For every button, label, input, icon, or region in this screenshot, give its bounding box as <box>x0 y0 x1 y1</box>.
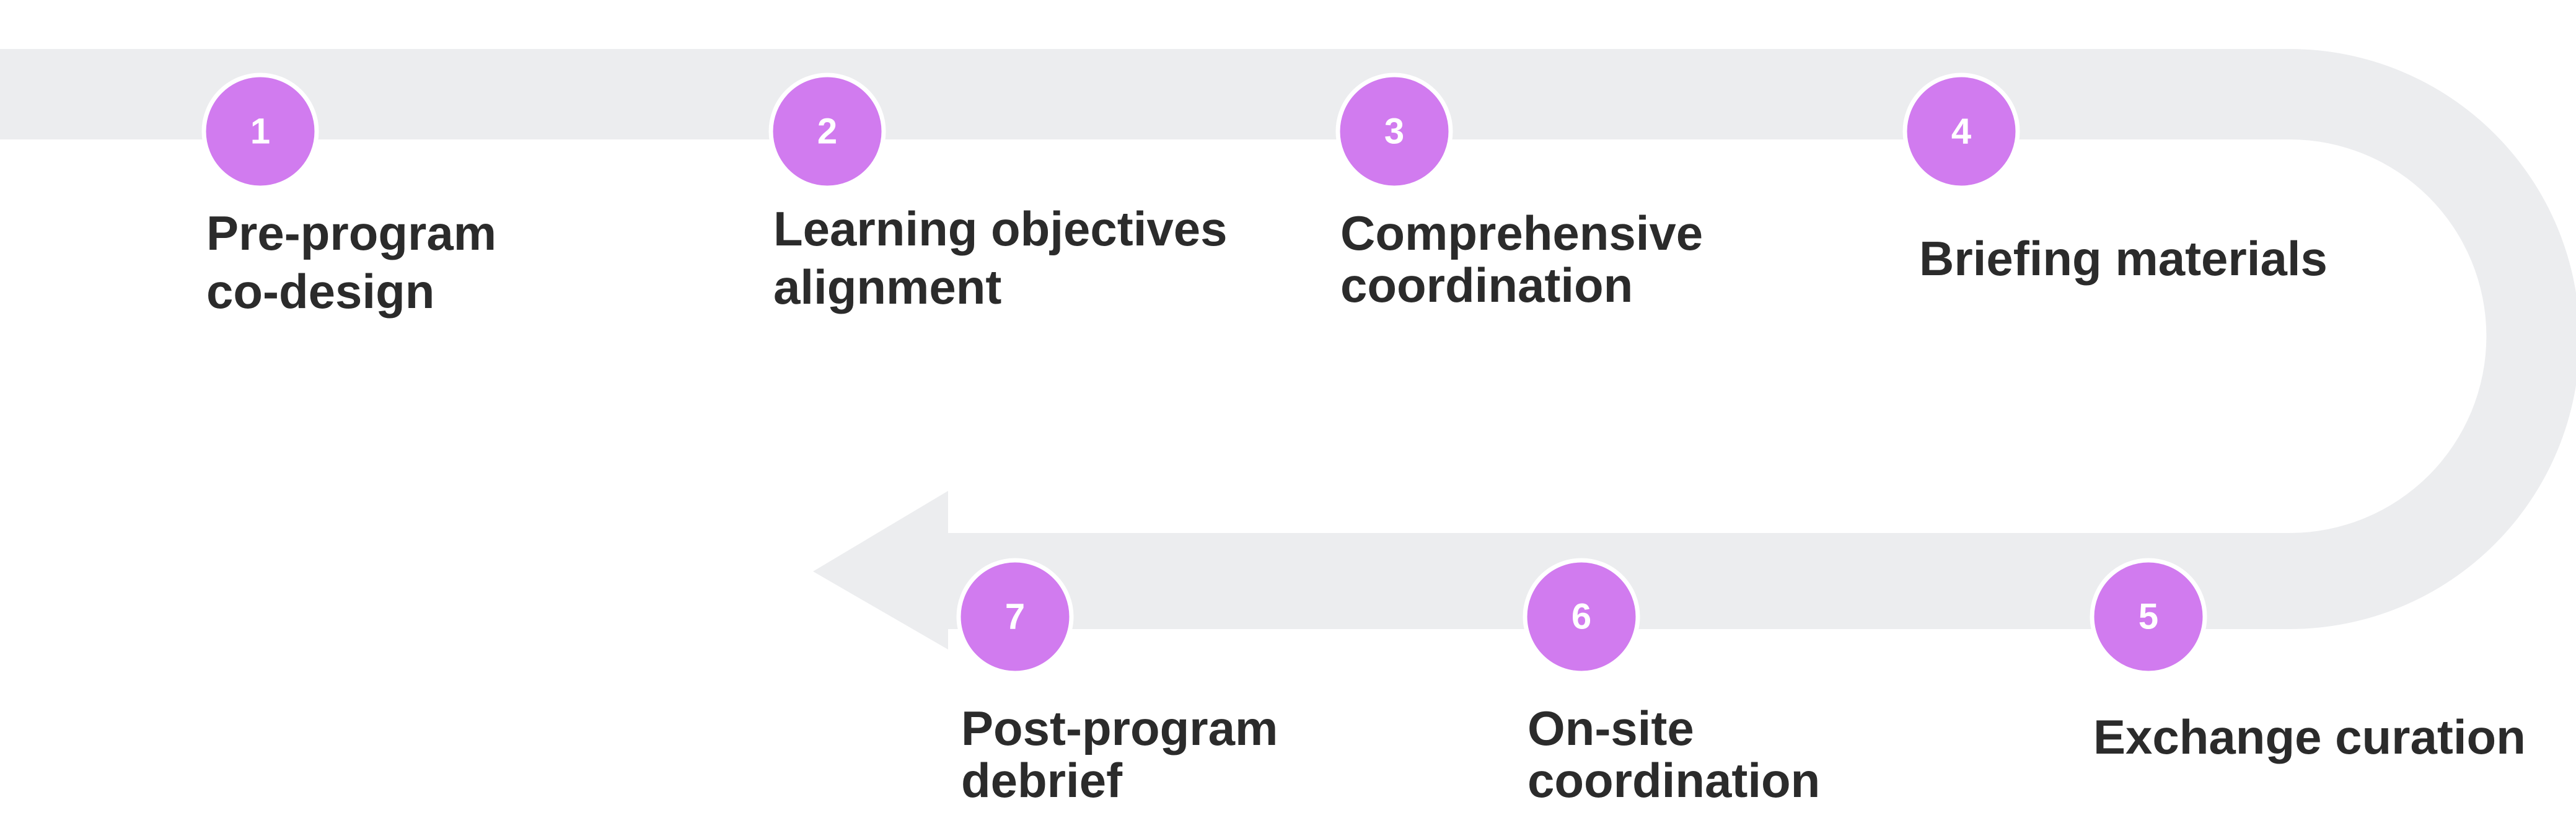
step-number: 1 <box>250 112 270 152</box>
step-label-3: Comprehensive coordination <box>1340 207 1703 311</box>
step-label-line-1: Pre-program <box>206 206 497 260</box>
step-label-4: Briefing materials <box>1919 229 2328 288</box>
step-badge-circle <box>768 73 886 190</box>
step-badge-circle <box>201 73 319 190</box>
step-badge-circle <box>1902 73 2020 190</box>
step-badge-1: 1 <box>201 73 319 190</box>
step-label-5: Exchange curation <box>2093 708 2526 766</box>
step-label-line-2: debrief <box>961 753 1123 808</box>
step-badge-circle <box>956 558 1074 676</box>
step-label-line-1: On-site <box>1528 701 1694 755</box>
step-label-2: Learning objectives alignment <box>773 200 1228 316</box>
step-badge-3: 3 <box>1335 73 1453 190</box>
step-badge-circle <box>1523 558 1640 676</box>
step-number: 3 <box>1384 112 1404 152</box>
step-label-line-1: Comprehensive <box>1340 206 1703 260</box>
step-number: 2 <box>817 112 837 152</box>
track-u-turn <box>2290 49 2576 629</box>
step-label-line-1: Post-program <box>961 701 1278 755</box>
step-number: 7 <box>1005 597 1025 637</box>
track-top-lane <box>0 49 2290 139</box>
step-label-6: On-site coordination <box>1528 702 1820 806</box>
arrow-head-left <box>813 491 948 650</box>
step-badge-circle <box>2090 558 2207 676</box>
step-badge-6: 6 <box>1523 558 1640 676</box>
step-badge-2: 2 <box>768 73 886 190</box>
step-badge-7: 7 <box>956 558 1074 676</box>
step-label-line-2: co-design <box>206 264 435 319</box>
step-label-line-2: coordination <box>1528 753 1821 808</box>
step-label-line-1: Learning objectives <box>773 201 1228 256</box>
step-number: 5 <box>2139 597 2158 637</box>
step-badge-5: 5 <box>2090 558 2207 676</box>
step-label-line-1: Briefing materials <box>1919 231 2328 286</box>
step-number: 6 <box>1572 597 1591 637</box>
step-number: 4 <box>1951 112 1971 152</box>
step-label-7: Post-program debrief <box>961 702 1278 806</box>
step-label-line-1: Exchange curation <box>2093 710 2526 764</box>
step-label-line-2: alignment <box>773 260 1002 314</box>
step-label-1: Pre-program co-design <box>206 204 496 320</box>
step-badge-4: 4 <box>1902 73 2020 190</box>
step-label-line-2: coordination <box>1340 258 1633 312</box>
step-badge-circle <box>1335 73 1453 190</box>
